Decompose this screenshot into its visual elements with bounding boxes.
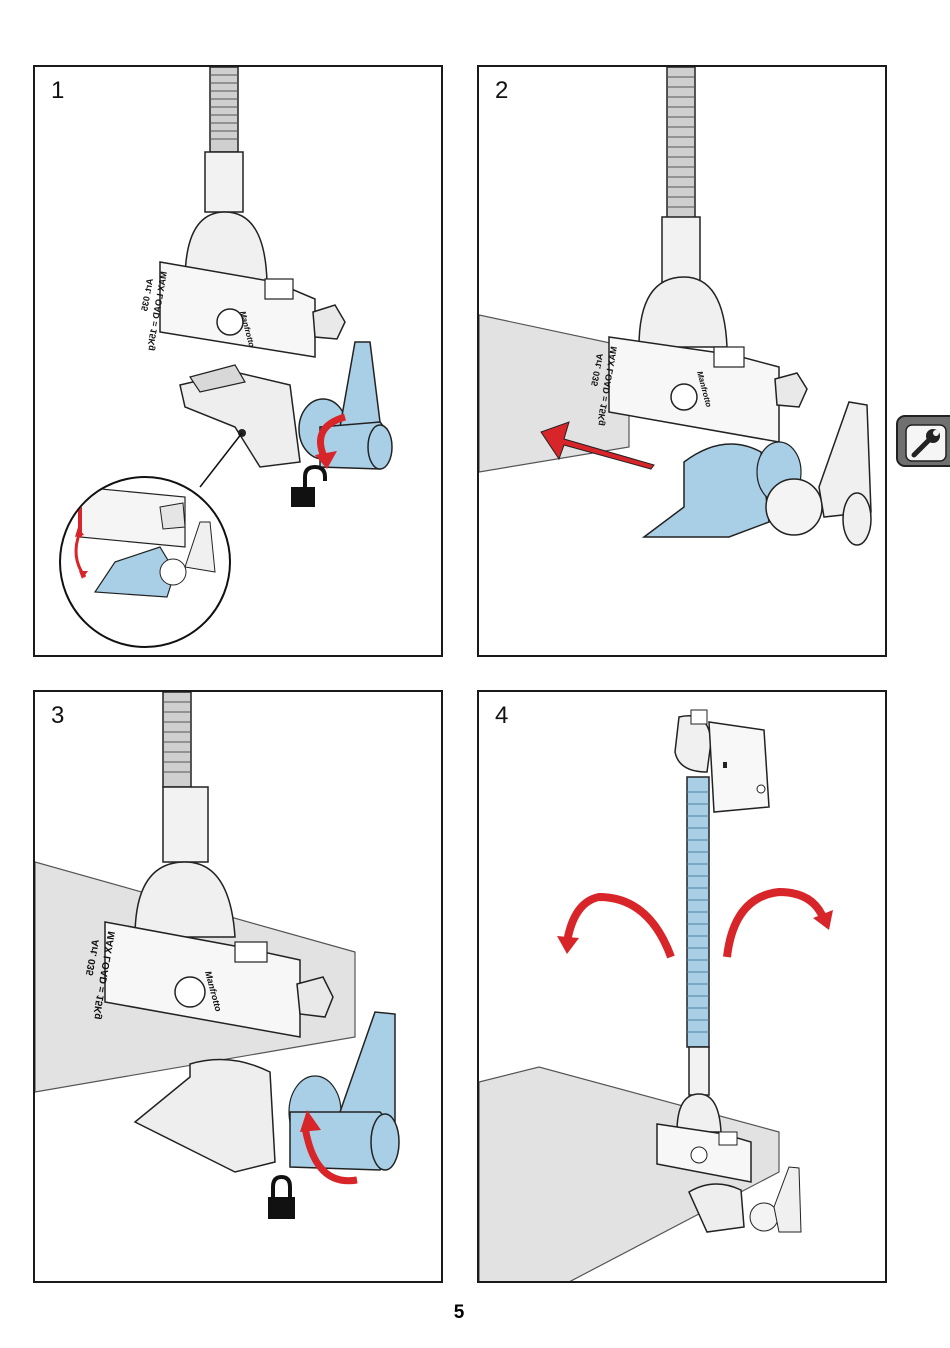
page-number: 5 (453, 1302, 465, 1323)
table-edge (479, 314, 630, 473)
step-number: 4 (495, 702, 509, 729)
step-1-illustration: MAX LOAD = 15Kg Art. 035 Manfrotto (59, 67, 393, 648)
step-2-panel: 2 MAX LOAD = 15Kg Art. 035 Manfrotto (477, 65, 887, 657)
unlock-icon (291, 464, 327, 507)
lock-icon (268, 1174, 295, 1219)
camera-plate (708, 721, 770, 813)
maintenance-tab[interactable] (896, 415, 950, 467)
step-3-panel: 3 MAX LOAD = 15Kg Art. 035 Manfrotto (33, 690, 443, 1283)
step-3-illustration: MAX LOAD = 15Kg Art. 035 Manfrotto (35, 692, 400, 1219)
lock-rotate-arrow (300, 1110, 321, 1132)
step-4-panel: 4 (477, 690, 887, 1283)
step-4-illustration (479, 709, 833, 1281)
bend-right-arrow (723, 887, 828, 958)
step-2-illustration: MAX LOAD = 15Kg Art. 035 Manfrotto (479, 67, 872, 546)
step-number: 2 (495, 77, 509, 104)
step-number: 3 (51, 702, 65, 729)
wrench-icon (905, 424, 947, 462)
step-1-panel: 1 MAX LOAD = 15Kg Art. 035 Manfrotto (33, 65, 443, 657)
bend-left-arrow (563, 892, 675, 959)
step-number: 1 (51, 77, 65, 104)
unlock-rotate-arrow (315, 451, 337, 469)
push-arrow (540, 421, 655, 470)
